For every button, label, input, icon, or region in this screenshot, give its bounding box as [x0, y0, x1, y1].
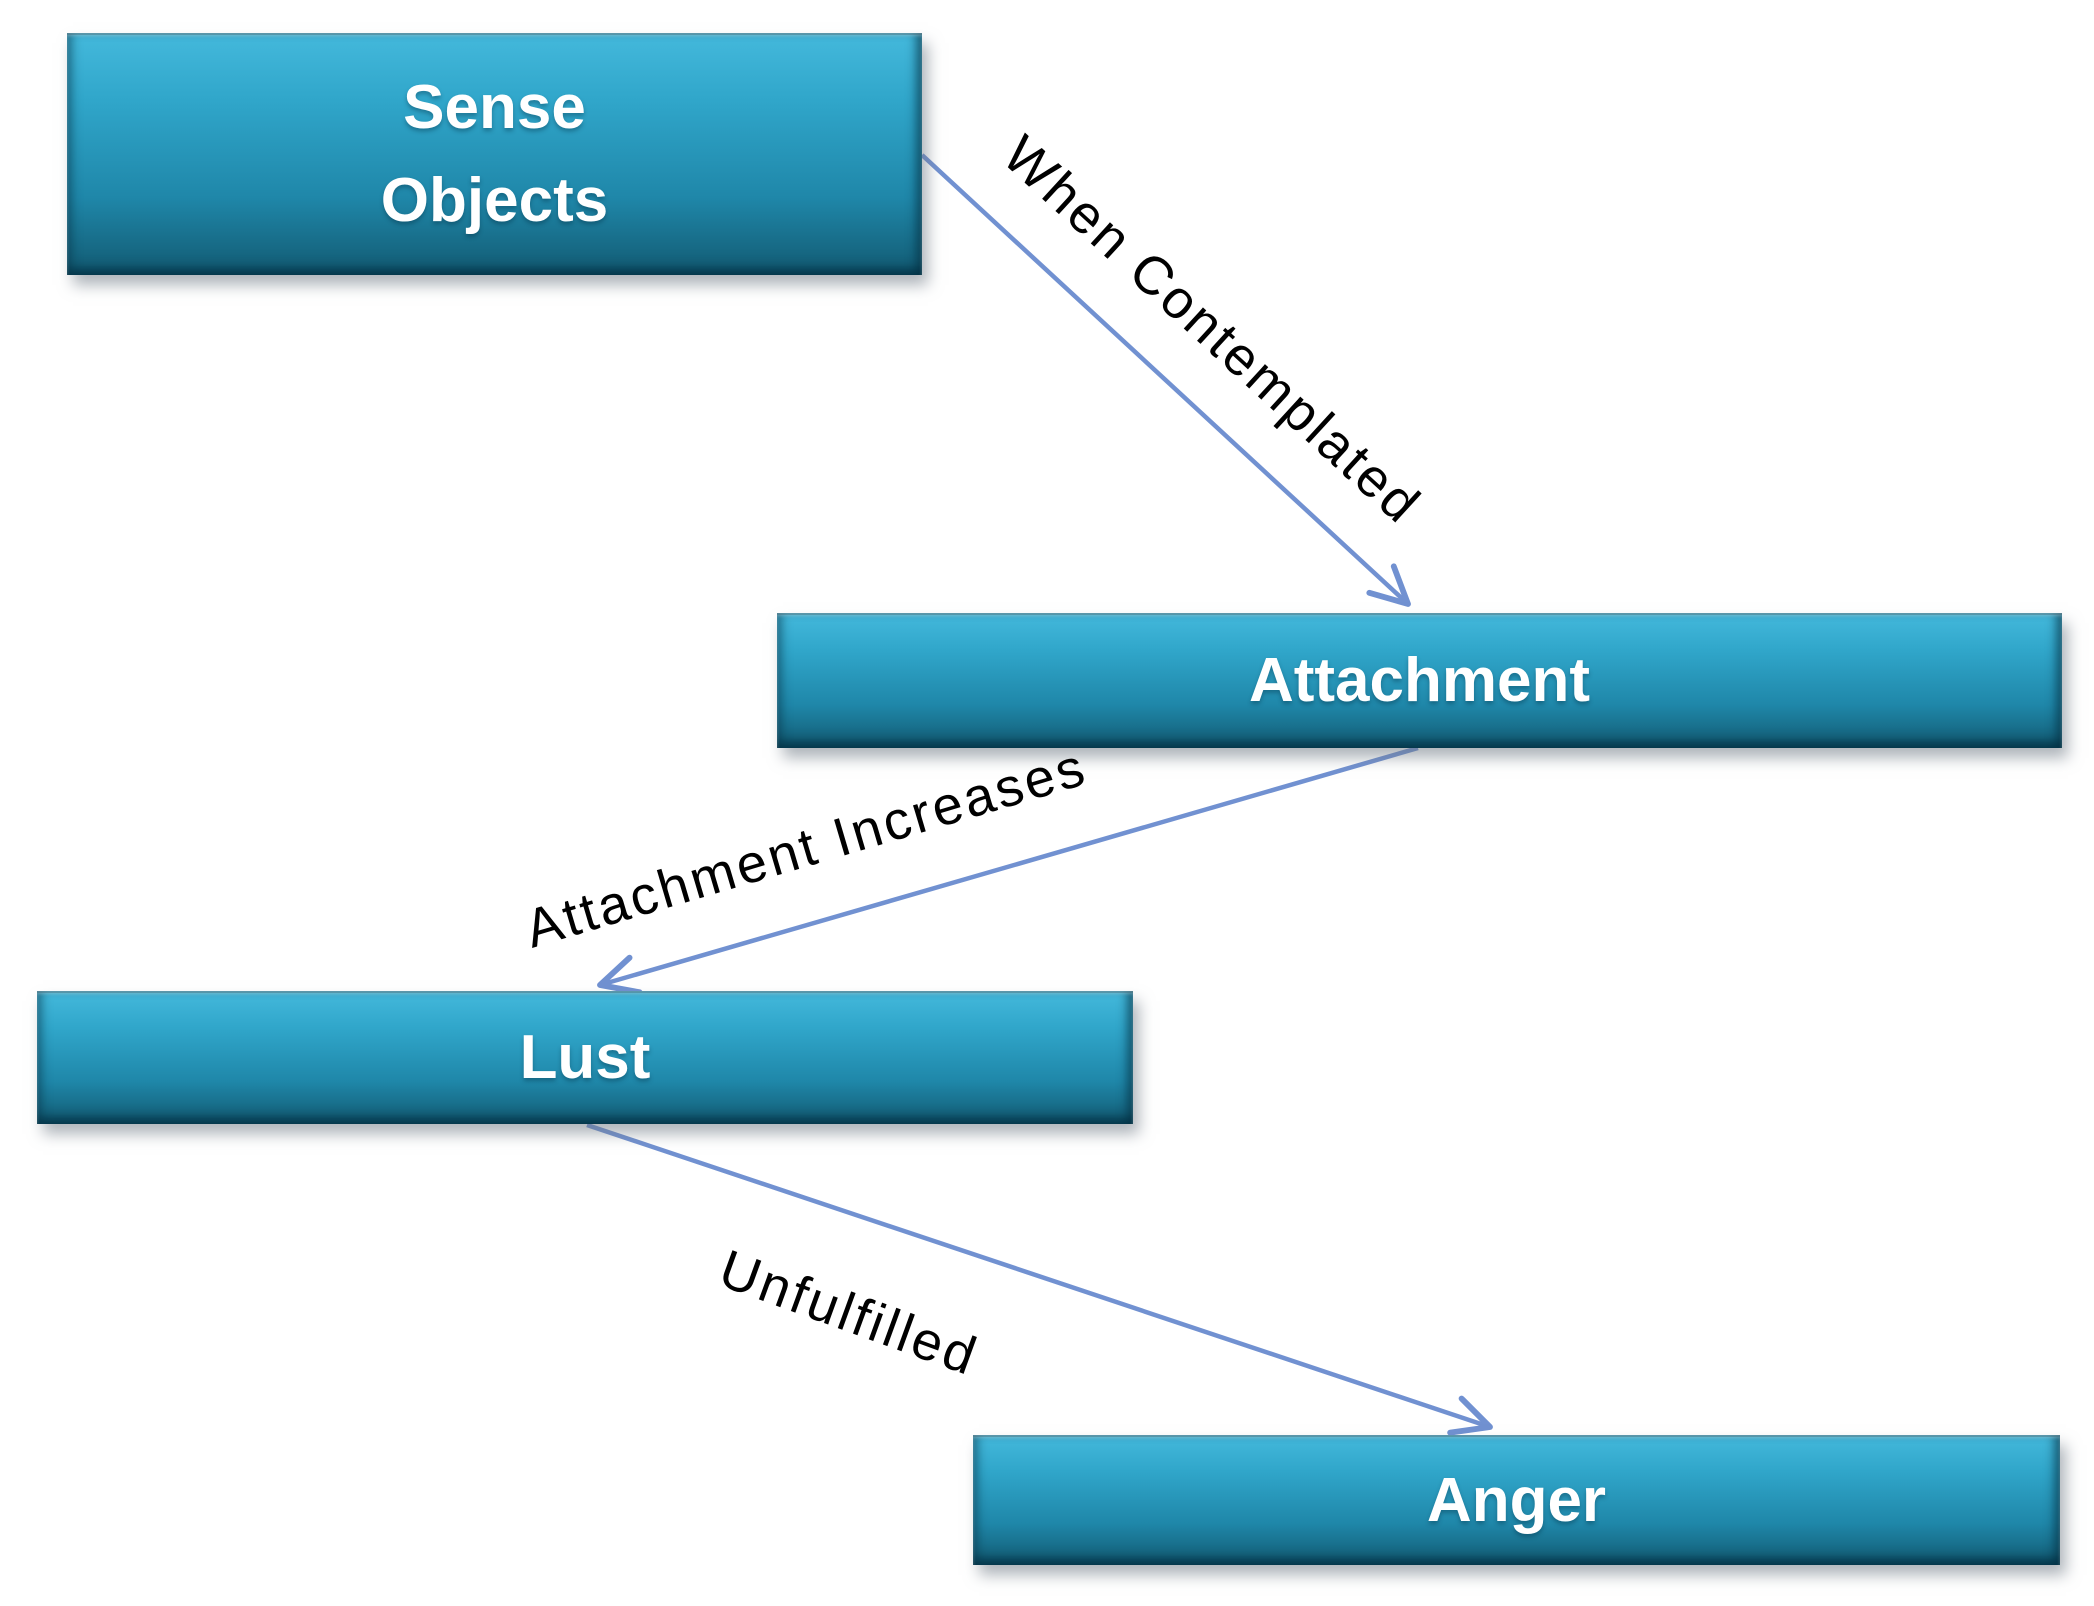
node-sense-objects: Sense Objects — [67, 33, 922, 275]
node-attachment: Attachment — [777, 613, 2062, 748]
edge-label-when-contemplated: When Contemplated — [991, 124, 1433, 536]
edge-label-attachment-increases: Attachment Increases — [518, 736, 1094, 960]
node-anger: Anger — [973, 1435, 2060, 1565]
edge-sense-to-attachment-arrow — [920, 153, 1411, 607]
node-lust: Lust — [37, 991, 1133, 1124]
edge-label-unfulfilled: Unfulfilled — [711, 1238, 987, 1388]
